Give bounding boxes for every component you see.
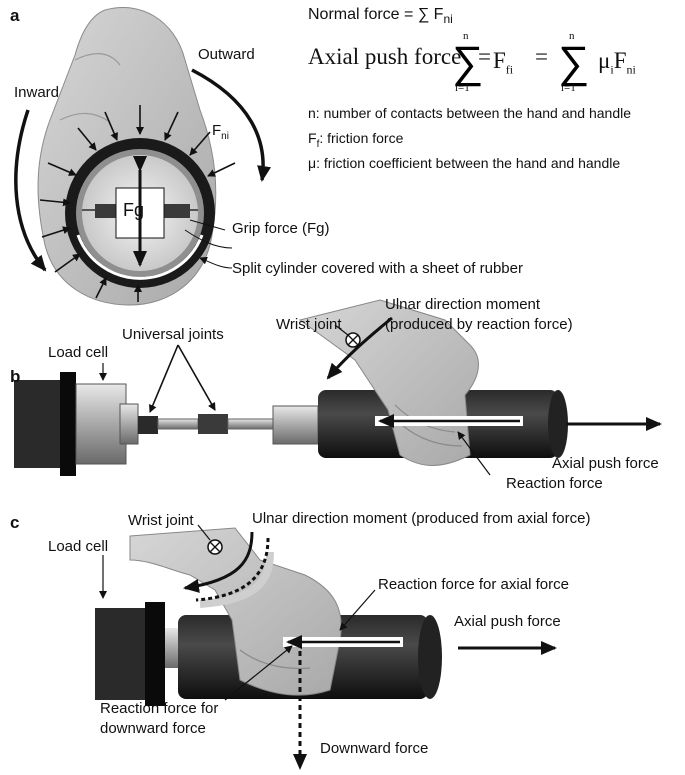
- normal-force-prefix: Normal force = ∑ F: [308, 6, 443, 23]
- axial-push-label-c: Axial push force: [454, 613, 561, 630]
- mu-symbol: μ: [598, 48, 610, 73]
- reaction-axial-label: Reaction force for axial force: [378, 576, 569, 593]
- term-ffi-main: F: [493, 48, 506, 73]
- def-mu: μ: friction coefficient between the hand…: [308, 155, 620, 171]
- def-n: n: number of contacts between the hand a…: [308, 105, 631, 121]
- sum1-lower: i=1: [455, 82, 470, 95]
- def-ff-rest: : friction force: [319, 130, 403, 146]
- reaction-down-label-1: Reaction force for: [100, 700, 218, 717]
- outward-label: Outward: [198, 46, 255, 63]
- equals-1: =: [478, 44, 491, 70]
- split-cylinder-label: Split cylinder covered with a sheet of r…: [232, 260, 523, 277]
- universal-joints-label: Universal joints: [122, 326, 224, 343]
- reaction-down-label-2: downward force: [100, 720, 206, 737]
- axial-push-label-b: Axial push force: [552, 455, 659, 472]
- downward-force-label: Downward force: [320, 740, 428, 757]
- fni-label-main: F: [212, 122, 221, 139]
- sum-symbol-2: ∑: [558, 38, 589, 87]
- fg-label: Fg: [123, 200, 144, 221]
- axial-push-label: Axial push force: [308, 44, 461, 70]
- fni-main: F: [614, 48, 627, 73]
- def-ff: Ff: friction force: [308, 130, 403, 150]
- term-mu-fni: μiFni: [598, 48, 636, 78]
- sum2-lower: i=1: [561, 82, 576, 95]
- equals-2: =: [535, 44, 548, 70]
- ulnar-label-c: Ulnar direction moment (produced from ax…: [252, 510, 590, 527]
- normal-force-sub: ni: [443, 12, 452, 26]
- panel-label-c: c: [10, 513, 19, 533]
- term-ffi-sub: fi: [506, 63, 513, 77]
- load-cell-label-b: Load cell: [48, 344, 108, 361]
- panel-label-a: a: [10, 6, 19, 26]
- fni-sub: ni: [626, 63, 635, 77]
- normal-force-equation: Normal force = ∑ Fni: [308, 6, 453, 27]
- def-ff-prefix: F: [308, 130, 317, 146]
- fni-label: Fni: [212, 122, 229, 143]
- sum2-upper: n: [569, 30, 575, 43]
- load-cell-label-c: Load cell: [48, 538, 108, 555]
- inward-label: Inward: [14, 84, 59, 101]
- sum1-upper: n: [463, 30, 469, 43]
- term-ffi: Ffi: [493, 48, 513, 78]
- fni-label-sub: ni: [221, 131, 229, 142]
- ulnar-label-b-1: Ulnar direction moment: [385, 296, 540, 313]
- grip-force-label: Grip force (Fg): [232, 220, 330, 237]
- reaction-label-b: Reaction force: [506, 475, 603, 492]
- panel-label-b: b: [10, 367, 20, 387]
- wrist-joint-label-b: Wrist joint: [276, 316, 342, 333]
- ulnar-label-b-2: (produced by reaction force): [385, 316, 573, 333]
- wrist-joint-label-c: Wrist joint: [128, 512, 194, 529]
